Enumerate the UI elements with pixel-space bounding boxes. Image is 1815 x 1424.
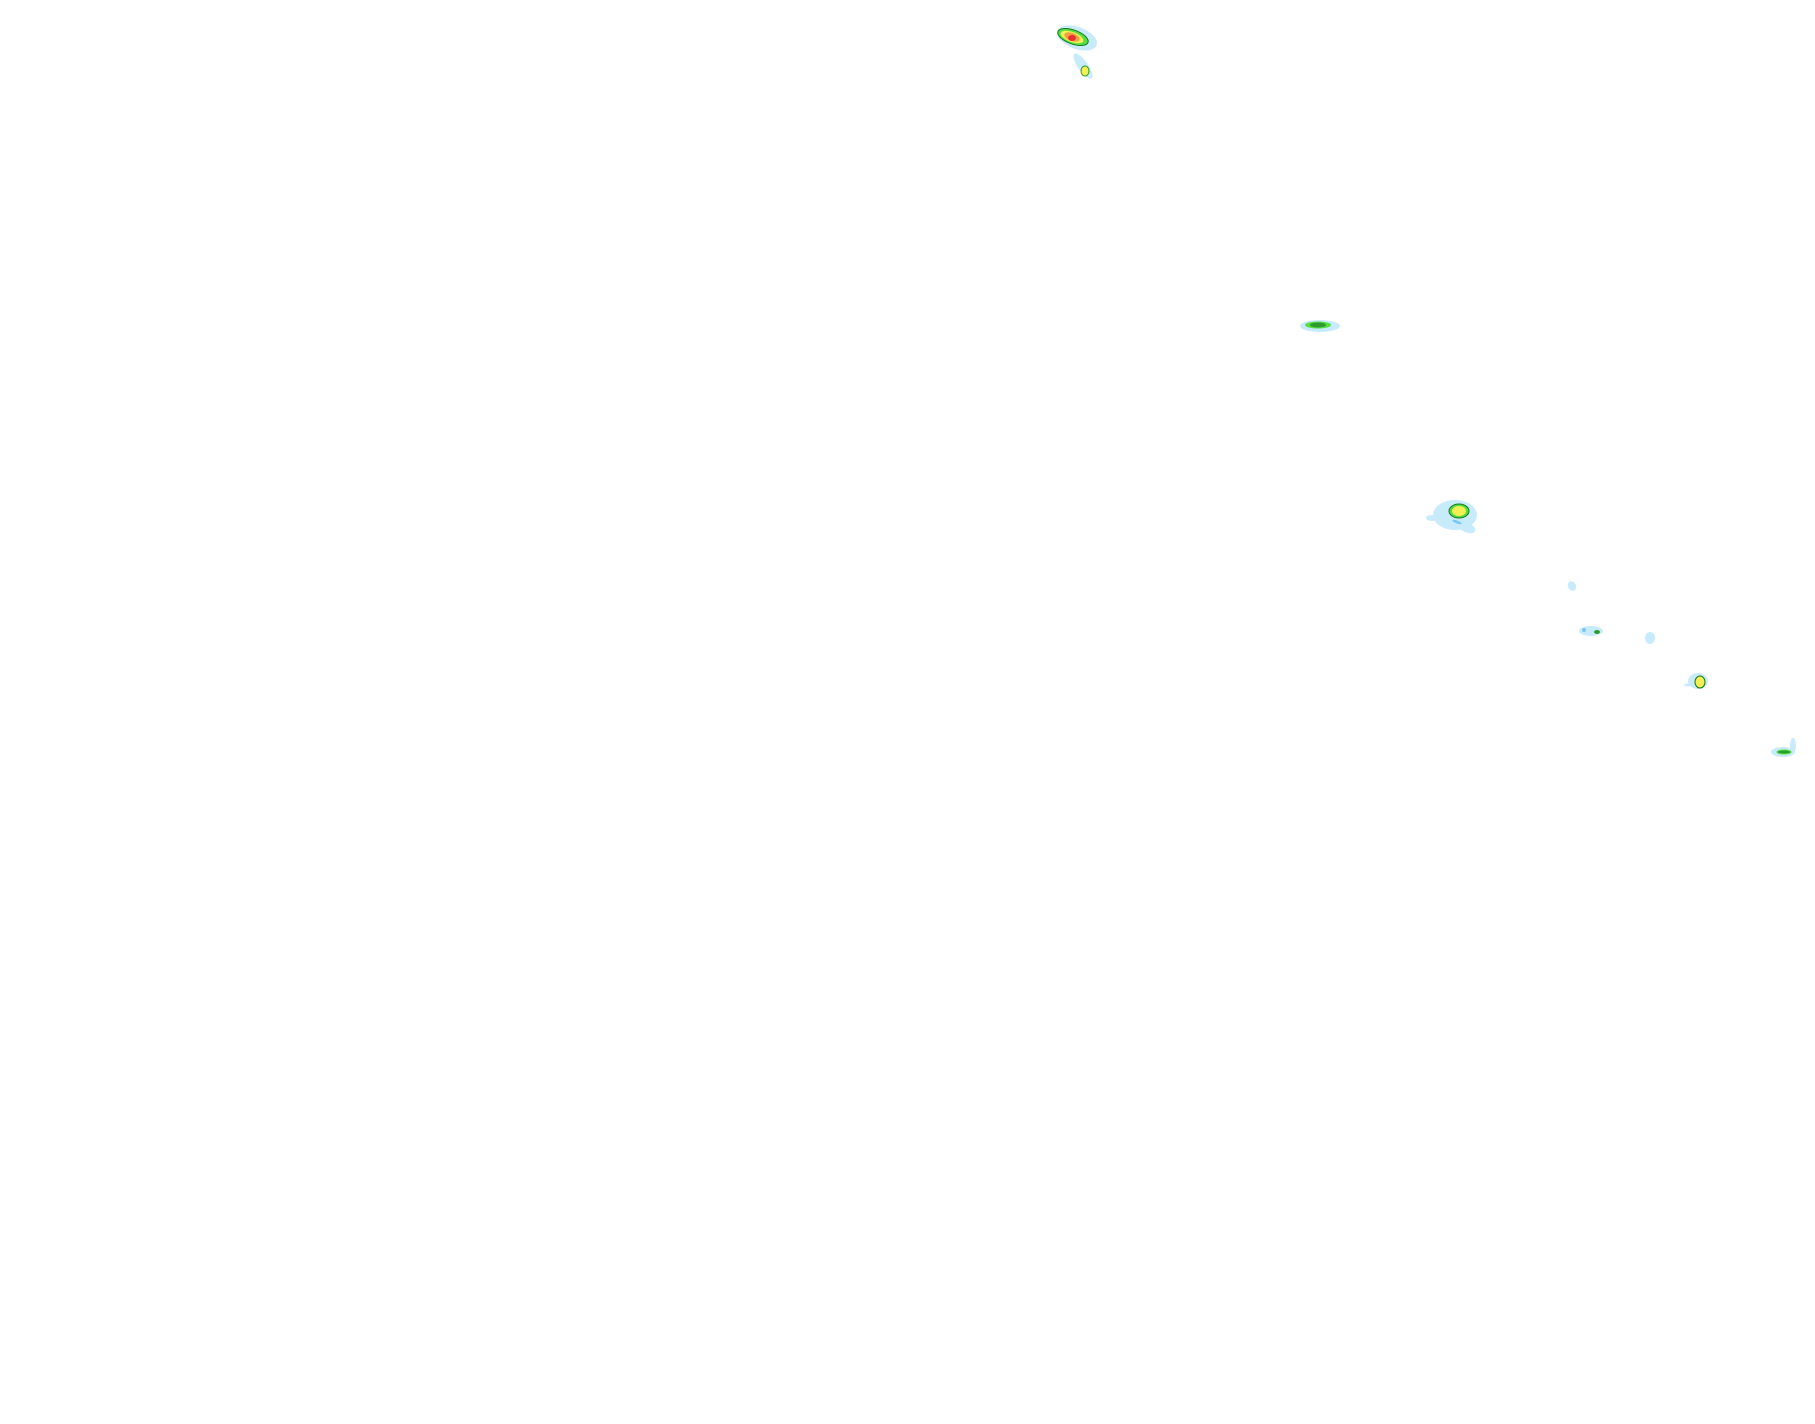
precip-cell (1567, 581, 1577, 591)
precip-cell (1426, 500, 1477, 534)
precip-cell (1645, 632, 1655, 644)
precip-cell (1073, 53, 1093, 79)
precip-cell (1056, 25, 1098, 51)
precip-cell (1771, 738, 1796, 757)
precip-cell (1579, 626, 1603, 636)
precip-cell (1300, 320, 1340, 332)
precip-cell (1684, 673, 1708, 689)
